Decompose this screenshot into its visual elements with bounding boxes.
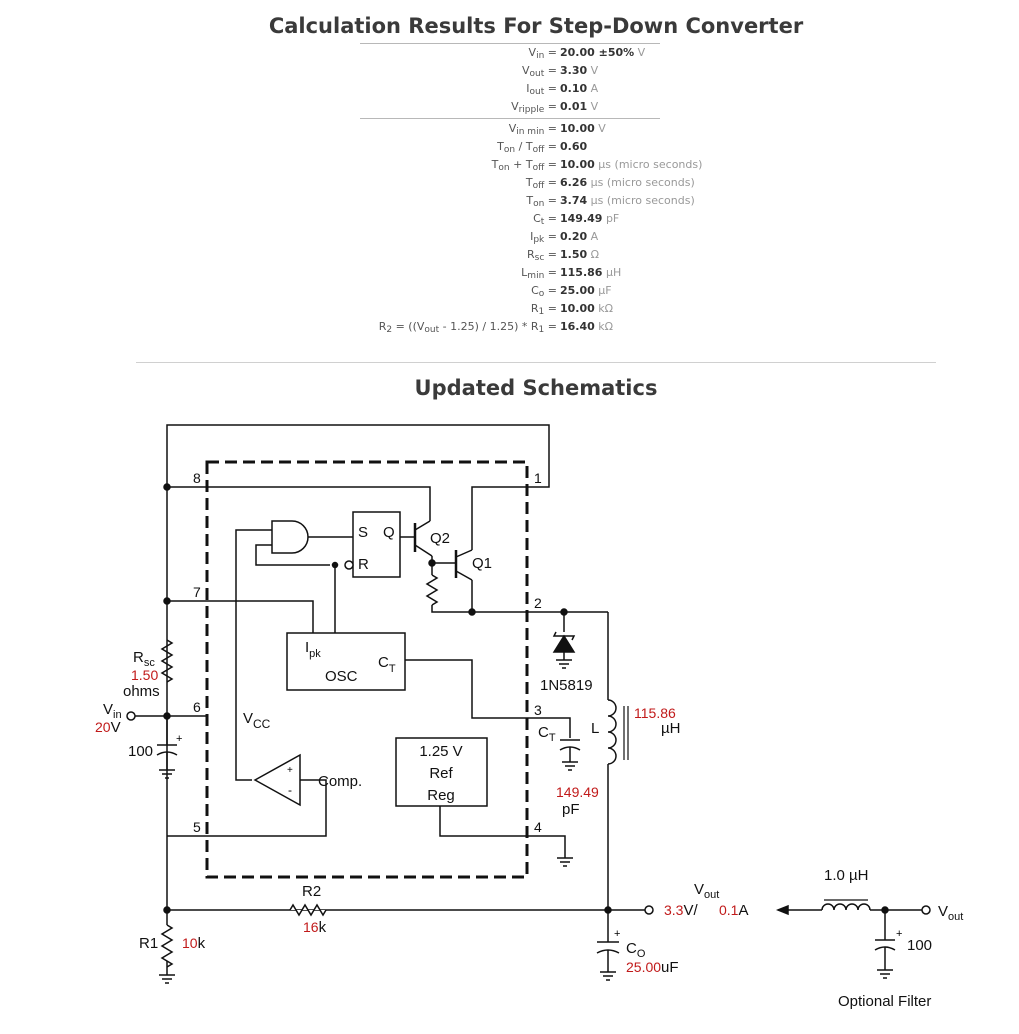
ipk-label: Ipk xyxy=(305,639,321,660)
result-row-ton-toff-ratio: Ton / Toff = 0.60 xyxy=(497,140,588,155)
comparator xyxy=(253,753,301,807)
vcc-label: VCC xyxy=(243,710,271,731)
comp-minus: - xyxy=(288,783,292,797)
pin-3-label: 3 xyxy=(534,702,542,718)
vin-terminal xyxy=(126,711,136,721)
pin-2-label: 2 xyxy=(534,595,542,611)
pin-6-label: 6 xyxy=(193,699,201,715)
comp-plus: + xyxy=(287,765,293,776)
result-row-r2: R2 = ((Vout - 1.25) / 1.25) * R1 = 16.40… xyxy=(378,320,614,335)
result-row-lmin: Lmin = 115.86 µH xyxy=(521,266,622,281)
result-row-rsc: Rsc = 1.50 Ω xyxy=(526,248,600,263)
latch-s-label: S xyxy=(358,524,368,541)
latch-q-label: Q xyxy=(383,524,395,541)
r1-value: 10k xyxy=(182,935,206,952)
rsc-resistor xyxy=(160,639,174,683)
ct-internal-label: CT xyxy=(378,654,396,675)
pin-4-label: 4 xyxy=(534,819,542,835)
filter-cap-plus: + xyxy=(896,928,902,940)
filter-cap-value: 100 xyxy=(907,937,932,954)
result-row-iout: Iout = 0.10 A xyxy=(526,82,599,97)
result-row-toff: Toff = 6.26 µs (micro seconds) xyxy=(525,176,695,191)
r-input-bubble xyxy=(344,560,354,570)
result-row-co: Co = 25.00 µF xyxy=(531,284,612,299)
vout-value: 3.3V/ xyxy=(664,902,698,919)
results-title: Calculation Results For Step-Down Conver… xyxy=(268,14,804,38)
wire-q2-collector xyxy=(207,486,431,521)
r2-value: 16k xyxy=(303,919,327,936)
r2-resistor xyxy=(289,903,327,917)
optional-filter-label: Optional Filter xyxy=(838,993,931,1010)
ref-label: Ref xyxy=(429,765,453,782)
schematics-title: Updated Schematics xyxy=(414,376,658,400)
q2-label: Q2 xyxy=(430,530,450,547)
filter-inductor xyxy=(821,903,871,911)
node-pin8 xyxy=(163,483,171,491)
pin-7-label: 7 xyxy=(193,584,201,600)
sr-latch xyxy=(352,511,401,578)
rsc-label: Rsc xyxy=(133,649,155,669)
pin-8-label: 8 xyxy=(193,470,201,486)
inductor-label: L xyxy=(591,720,599,737)
iout-value: 0.1A xyxy=(719,902,748,919)
rsc-value: 1.50 xyxy=(131,667,158,683)
filter-vout-label: Vout xyxy=(938,903,963,923)
vin-value: 20V xyxy=(95,719,121,736)
ipk-osc-block xyxy=(286,632,406,691)
reference-block xyxy=(395,737,488,807)
result-row-ct: Ct = 149.49 pF xyxy=(533,212,620,227)
pin-1-label: 1 xyxy=(534,470,542,486)
cin-value: 100 xyxy=(128,743,153,760)
result-row-r1: R1 = 10.00 kΩ xyxy=(530,302,614,317)
result-row-ton: Ton = 3.74 µs (micro seconds) xyxy=(526,194,695,209)
result-row-vripple: Vripple = 0.01 V xyxy=(511,100,599,115)
results-divider-top xyxy=(360,43,660,44)
co-label: CO xyxy=(626,940,646,960)
ct-label: CT xyxy=(538,724,556,744)
wire-top-loop xyxy=(166,424,550,910)
vout-label: Vout xyxy=(694,881,719,901)
ref-voltage-label: 1.25 V xyxy=(419,743,462,760)
ct-unit: pF xyxy=(562,801,580,818)
section-divider xyxy=(136,362,936,363)
result-row-vout: Vout = 3.30 V xyxy=(522,64,599,79)
vin-label: Vin xyxy=(103,701,122,721)
rsc-unit: ohms xyxy=(123,683,160,700)
wire-pin7-ipk xyxy=(207,600,314,633)
filter-inductor-label: 1.0 µH xyxy=(824,867,869,884)
schottky-diode xyxy=(552,634,576,653)
ct-value: 149.49 xyxy=(556,784,599,800)
wire-q1-collector xyxy=(471,486,527,550)
latch-r-label: R xyxy=(358,556,369,573)
ic-outline xyxy=(205,460,529,879)
q1-label: Q1 xyxy=(472,555,492,572)
pulldown-resistor xyxy=(425,574,439,606)
r1-resistor xyxy=(160,924,174,968)
diode-label: 1N5819 xyxy=(540,677,593,694)
result-row-ipk: Ipk = 0.20 A xyxy=(530,230,599,245)
filter-vout-terminal xyxy=(921,905,931,915)
and-gate xyxy=(271,520,309,554)
reg-label: Reg xyxy=(427,787,455,804)
vout-terminal xyxy=(644,905,654,915)
result-row-ton-toff-sum: Ton + Toff = 10.00 µs (micro seconds) xyxy=(491,158,703,173)
inductor-unit: µH xyxy=(661,720,680,737)
co-value: 25.00uF xyxy=(626,959,679,976)
co-plus: + xyxy=(614,928,620,940)
osc-label: OSC xyxy=(325,668,358,685)
cin-plus: + xyxy=(176,733,182,745)
comp-label: Comp. xyxy=(318,773,362,790)
inductor xyxy=(607,699,617,765)
pin-5-label: 5 xyxy=(193,819,201,835)
r2-label: R2 xyxy=(302,883,321,900)
results-divider-mid xyxy=(360,118,660,119)
result-row-vin-min: Vin min = 10.00 V xyxy=(508,122,606,137)
r1-label: R1 xyxy=(139,935,158,952)
node-pin7 xyxy=(163,597,171,605)
inductor-value: 115.86 xyxy=(634,705,676,721)
converter-schematic: 8 7 6 5 1 2 3 4 S Q R Q2 Q1 Ipk OSC CT V… xyxy=(95,424,963,1010)
result-row-vin: Vin = 20.00 ±50% V xyxy=(528,46,646,61)
